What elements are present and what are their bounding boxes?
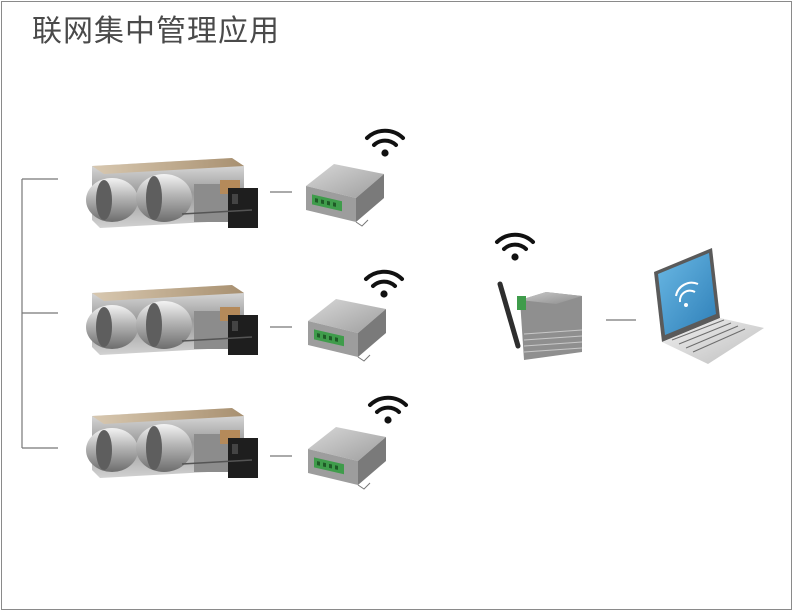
wireless-module-icon <box>307 298 387 362</box>
fan-coil-unit-icon <box>85 284 259 356</box>
wifi-icon <box>368 395 408 426</box>
wireless-module-icon <box>305 163 385 227</box>
wireless-module-icon <box>307 426 387 490</box>
wifi-icon <box>364 269 404 300</box>
link-line <box>270 191 292 457</box>
fan-coil-unit-icon <box>85 157 259 229</box>
page-title: 联网集中管理应用 <box>32 14 280 49</box>
gateway-icon <box>497 281 583 360</box>
laptop-icon <box>654 248 764 364</box>
fan-coil-unit-icon <box>85 407 259 479</box>
wifi-icon <box>365 128 405 159</box>
wifi-icon <box>495 232 535 263</box>
bus-connector <box>21 178 58 449</box>
